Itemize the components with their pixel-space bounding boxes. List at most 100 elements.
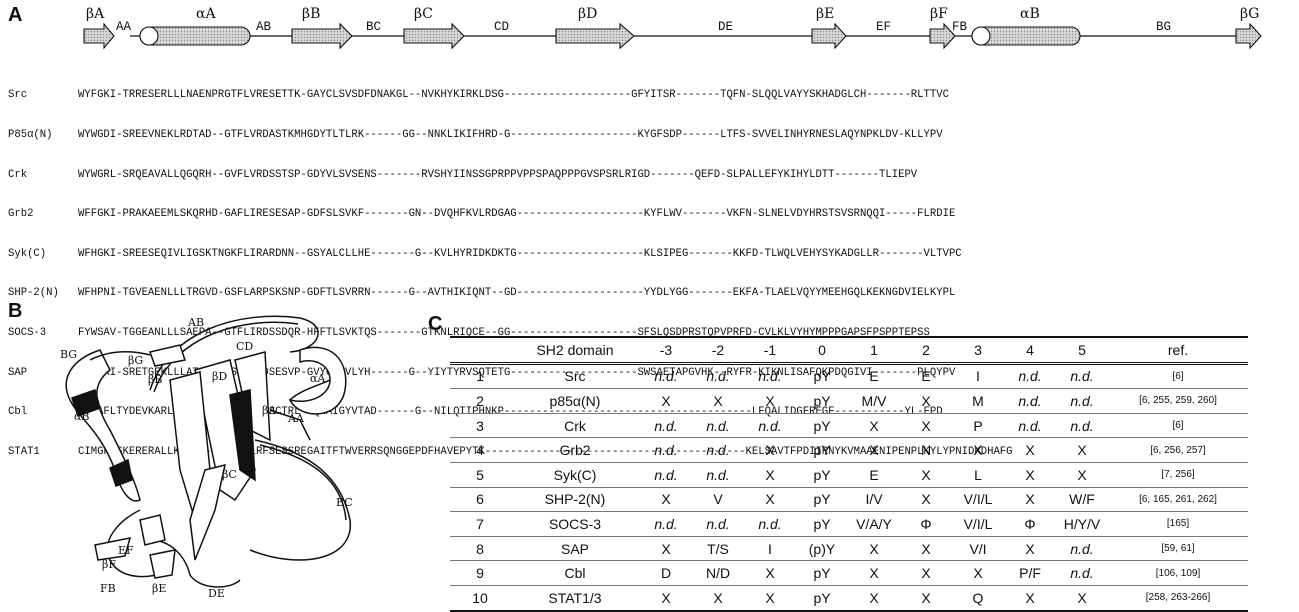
ss-label-bB: βB (302, 6, 320, 22)
header-cell: 0 (818, 341, 826, 358)
ribbon-label: AA (287, 412, 305, 425)
ribbon-label: EF (118, 544, 134, 557)
header-cell: 2 (922, 341, 930, 358)
ss-label-BG: BG (1156, 20, 1171, 34)
ss-label-bF: βF (930, 6, 948, 22)
table-cell: [106, 109] (1155, 567, 1201, 579)
table-cell: X (869, 417, 879, 434)
sequence-name: SAP (8, 366, 28, 379)
table-cell: [6, 256, 257] (1150, 444, 1206, 456)
table-cell: n.d. (654, 515, 678, 532)
table-cell: SOCS-3 (548, 515, 602, 532)
table-cell: pY (813, 417, 831, 434)
table-cell: V/I/L (963, 491, 993, 508)
table-cell: Φ (1024, 515, 1036, 532)
table-cell: n.d. (706, 417, 730, 434)
table-cell: n.d. (654, 417, 678, 434)
table-cell: X (869, 442, 879, 459)
table-cell: pY (813, 515, 831, 532)
table-cell: n.d. (654, 442, 678, 459)
table-cell: n.d. (1018, 392, 1042, 409)
table-cell: X (921, 540, 931, 557)
table-cell: n.d. (1018, 417, 1042, 434)
header-cell (450, 337, 510, 363)
table-cell: n.d. (758, 515, 782, 532)
sequence-name: Crk (8, 168, 28, 181)
panel-label-c: C (428, 313, 443, 335)
strand-bD (555, 22, 635, 50)
table-cell: X (765, 491, 775, 508)
header-cell: -1 (763, 341, 777, 358)
table-cell: X (1025, 466, 1035, 483)
ss-label-DE: DE (718, 20, 733, 34)
table-cell: n.d. (706, 466, 730, 483)
ss-label-bA: βA (86, 6, 105, 22)
ss-label-AB: AB (256, 20, 272, 34)
alignment-row: Crk WYWGRL-SRQEAVALLQGQRH--GVFLVRDSSTSP-G… (8, 169, 1013, 182)
table-cell: p85α(N) (549, 392, 601, 409)
table-cell: P/F (1019, 565, 1041, 582)
table-cell: N/D (705, 565, 731, 582)
sequence: WYWGRL-SRQEAVALLQGQRH--GVFLVRDSSTSP-GDYV… (78, 168, 918, 181)
table-cell: X (921, 565, 931, 582)
table-cell: 1 (476, 368, 484, 385)
sequence: WFHGKI-SREESEQIVLIGSKTNGKFLIRARDNN--GSYA… (78, 247, 962, 260)
ss-label-AA: AA (116, 20, 132, 34)
header-cell: -2 (711, 341, 725, 358)
table-cell: D (660, 565, 672, 582)
header-cell: 3 (974, 341, 982, 358)
table-cell: X (921, 417, 931, 434)
table-cell: 3 (476, 417, 484, 434)
table-cell: n.d. (1070, 417, 1094, 434)
table-cell: X (661, 540, 671, 557)
alignment-row: Syk(C) WFHGKI-SREESEQIVLIGSKTNGKFLIRARDNN… (8, 248, 1013, 261)
table-cell: E (921, 368, 931, 385)
ribbon-label: BC (336, 496, 353, 509)
table-cell: X (869, 540, 879, 557)
helix-aA (139, 26, 251, 46)
table-cell: 4 (476, 442, 484, 459)
ribbon-label: αB (74, 410, 90, 423)
sequence: GYMAFLTYDEVKARLQKFIHKP-GSYIFRLSCTRL-GQWA… (78, 406, 943, 419)
table-cell: (p)Y (808, 540, 836, 557)
table-cell: Crk (564, 417, 586, 434)
header-cell: SH2 domain (536, 341, 614, 358)
sequence-name: Syk(C) (8, 247, 47, 260)
table-cell: n.d. (758, 368, 782, 385)
table-cell: Syk(C) (553, 466, 597, 483)
table-cell: pY (813, 466, 831, 483)
table-cell: X (765, 442, 775, 459)
ss-label-bD: βD (578, 6, 597, 22)
secondary-structure-diagram: βA AA αA AB βB BC βC CD βD DE βE EF βF F… (83, 6, 1262, 50)
sequence-name: SHP-2(N) (8, 287, 59, 300)
ribbon-label: CD (236, 340, 253, 353)
alignment-row: SHP-2(N) WFHPNI-TGVEAENLLLTRGVD-GSFLARPSK… (8, 287, 1013, 300)
table-cell: X (973, 565, 983, 582)
table-cell: E (869, 466, 879, 483)
table-cell: X (1077, 466, 1087, 483)
ribbon-label: βD (212, 370, 227, 383)
sequence: WYFGKI-TRRESERLLLNAENPRGTFLVRESETTK-GAYC… (78, 89, 949, 102)
table-cell: [59, 61] (1161, 543, 1195, 555)
table-cell: pY (813, 392, 831, 409)
table-cell: Src (564, 368, 586, 385)
table-cell: [6] (1172, 420, 1184, 432)
table-cell: 5 (476, 466, 484, 483)
table-cell: X (765, 565, 775, 582)
table-cell: W/F (1069, 491, 1095, 508)
sequence-name: STAT1 (8, 445, 40, 458)
ribbon-label: DE (208, 587, 225, 598)
sequence: WFHPNI-TGVEAENLLLTRGVD-GSFLARPSKSNP-GDFT… (78, 287, 956, 300)
table-cell: SAP (560, 540, 589, 557)
table-cell: X (765, 466, 775, 483)
table-cell: V/I/L (963, 515, 993, 532)
alignment-row: P85α(N)WYWGDI-SREEVNEKLRDTAD--GTFLVRDAST… (8, 129, 1013, 142)
table-cell: 2 (476, 392, 484, 409)
